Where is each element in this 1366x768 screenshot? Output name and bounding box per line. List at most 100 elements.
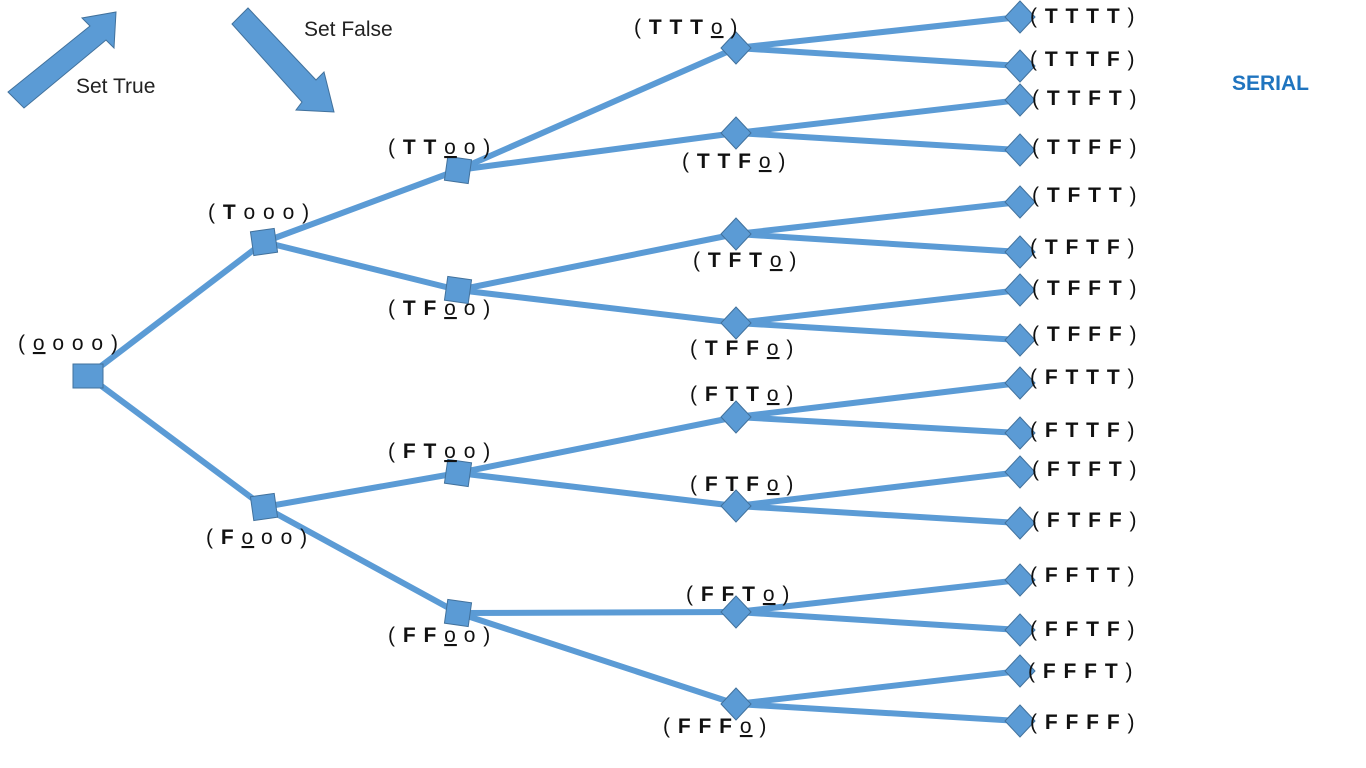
branch-edges — [85, 14, 1023, 724]
node-TTTF — [1004, 49, 1036, 83]
edge-FTF-FTFT — [733, 469, 1023, 509]
node-label-TFTT: ( T F T T ) — [1032, 184, 1138, 207]
node-label-TFTF: ( T F T F ) — [1030, 236, 1136, 259]
node-FFFF — [1004, 704, 1036, 738]
node-label-TTTT: ( T T T T ) — [1030, 5, 1136, 28]
node-TF — [443, 275, 473, 305]
edge-TTT-TTTF — [733, 45, 1023, 69]
node-TFFT — [1004, 273, 1036, 307]
node-TFTF — [1004, 235, 1036, 269]
node-FFT — [720, 595, 752, 629]
edge-TFF-TFFT — [733, 287, 1023, 326]
node-label-FTT: ( F T T o ) — [690, 383, 794, 406]
node-FTF — [720, 489, 752, 523]
edge-FFT-FFTF — [733, 609, 1023, 633]
node-T — [249, 227, 279, 257]
node-label-TFFF: ( T F F F ) — [1032, 323, 1138, 346]
node-label-FTFF: ( F T F F ) — [1032, 509, 1138, 532]
node-FFTF — [1004, 613, 1036, 647]
node-label-T: ( T o o o ) — [208, 201, 310, 224]
node-label-FTF: ( F T F o ) — [690, 473, 794, 496]
node-FTTF — [1004, 416, 1036, 450]
node-label-TFT: ( T F T o ) — [693, 249, 797, 272]
edge-FT-FTT — [455, 414, 739, 476]
tree-nodes — [72, 0, 1036, 738]
edge-TFF-TFFF — [733, 320, 1023, 343]
node-label-TF: ( T F o o ) — [388, 297, 491, 320]
node-FFF — [720, 687, 752, 721]
node-label-FTTT: ( F T T T ) — [1030, 366, 1136, 389]
node-labels: ( o o o o ) ( T o o o ) ( F o o o ) ( T T o… — [18, 5, 1138, 738]
node-FTT — [720, 400, 752, 434]
node-TTTT — [1004, 0, 1036, 34]
node-label-FTFT: ( F T F T ) — [1032, 458, 1138, 481]
edge-FTT-FTTF — [733, 414, 1023, 436]
set-false-label: Set False — [304, 18, 393, 41]
node-FF — [443, 598, 473, 628]
node-label-FT: ( F T o o ) — [388, 440, 491, 463]
node-TFTT — [1004, 185, 1036, 219]
edge-FF-FFF — [455, 610, 739, 707]
node-FT — [443, 458, 473, 488]
node-FTFF — [1004, 506, 1036, 540]
edge-TTF-TTFF — [733, 130, 1023, 153]
edge-FT-FTF — [455, 470, 739, 509]
node-TFFF — [1004, 323, 1036, 357]
edge-n-F — [85, 373, 267, 510]
node-TTFT — [1004, 83, 1036, 117]
node-label-F: ( F o o o ) — [206, 526, 308, 549]
edge-FTT-FTTT — [733, 380, 1023, 420]
node-TT — [443, 155, 473, 185]
node-label-TTFT: ( T T F T ) — [1032, 87, 1138, 110]
node-label-TTTF: ( T T T F ) — [1030, 48, 1136, 71]
edge-TT-TTF — [455, 130, 739, 173]
edge-FF-FFT — [455, 609, 739, 616]
edge-n-T — [85, 239, 267, 379]
edge-TTF-TTFT — [733, 97, 1023, 136]
node-FTTT — [1004, 366, 1036, 400]
serial-mode-label: SERIAL — [1232, 72, 1309, 95]
node-label-FFTT: ( F F T T ) — [1030, 564, 1136, 587]
node-label-FFT: ( F F T o ) — [686, 583, 790, 606]
node-label-TTT: ( T T T o ) — [634, 16, 738, 39]
edge-TF-TFF — [455, 287, 739, 326]
node-label-FFF: ( F F F o ) — [663, 715, 767, 738]
node-label-FFFT: ( F F F T ) — [1028, 660, 1134, 683]
edge-T-TF — [261, 239, 461, 293]
node-TTFF — [1004, 133, 1036, 167]
edge-TFT-TFTT — [733, 199, 1023, 237]
node-TFT — [720, 217, 752, 251]
node-label-FFFF: ( F F F F ) — [1030, 711, 1136, 734]
edge-TT-TTT — [455, 45, 739, 173]
node-label-TFF: ( T F F o ) — [690, 337, 794, 360]
node-label-TT: ( T T o o ) — [388, 136, 491, 159]
node-label-n: ( o o o o ) — [18, 332, 119, 355]
edge-TTT-TTTT — [733, 14, 1023, 51]
set-false-arrow-icon — [231, 7, 335, 113]
edge-FFF-FFFT — [733, 668, 1023, 707]
set-true-label: Set True — [76, 75, 155, 98]
edge-T-TT — [261, 167, 461, 245]
node-F — [249, 492, 279, 522]
edge-TF-TFT — [455, 231, 739, 293]
edge-FFF-FFFF — [733, 701, 1023, 724]
edge-F-FF — [261, 504, 461, 616]
edge-TFT-TFTF — [733, 231, 1023, 255]
node-label-FF: ( F F o o ) — [388, 624, 491, 647]
node-FFFT — [1004, 654, 1036, 688]
node-label-TFFT: ( T F F T ) — [1032, 277, 1138, 300]
node-label-TTF: ( T T F o ) — [682, 150, 786, 173]
node-label-TTFF: ( T T F F ) — [1032, 136, 1138, 159]
node-TTT — [720, 31, 752, 65]
edge-FFT-FFTT — [733, 577, 1023, 615]
node-label-FFTF: ( F F T F ) — [1030, 618, 1136, 641]
edge-FTF-FTFF — [733, 503, 1023, 526]
node-n — [72, 363, 104, 389]
node-TFF — [720, 306, 752, 340]
node-FFTT — [1004, 563, 1036, 597]
edge-F-FT — [261, 470, 461, 510]
node-label-FTTF: ( F T T F ) — [1030, 419, 1136, 442]
node-FTFT — [1004, 455, 1036, 489]
